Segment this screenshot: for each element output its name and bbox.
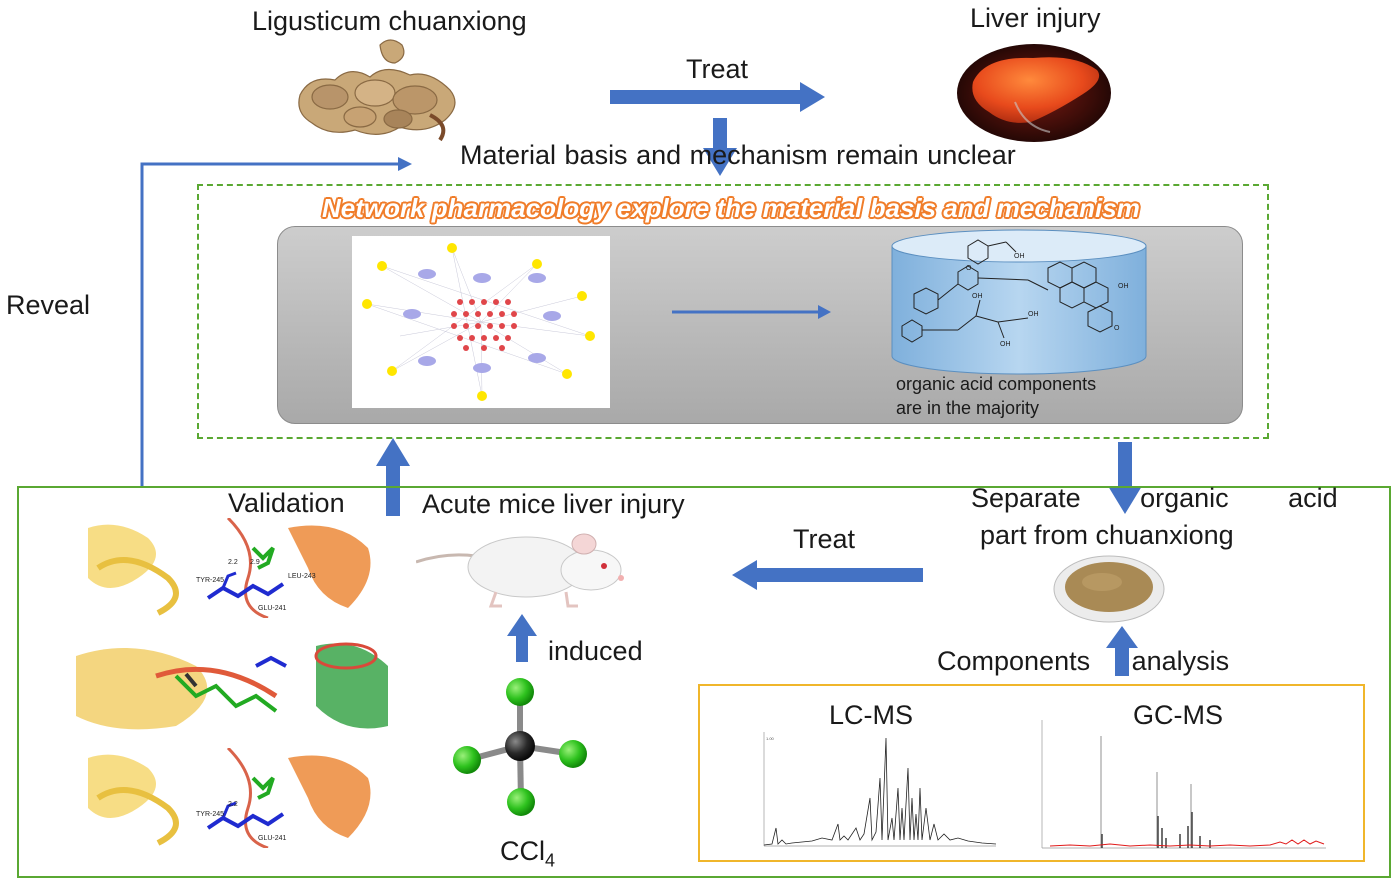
acid-line-1: organic acid components (896, 374, 1097, 394)
svg-text:1.00: 1.00 (766, 736, 775, 741)
ccl4-molecule (453, 678, 587, 816)
liver-image (957, 44, 1111, 142)
induced-up-arrow (507, 614, 537, 662)
unclear-label: Material basis and mechanism remain uncl… (460, 140, 1016, 170)
treat-top-arrow (610, 82, 825, 112)
components-up-arrow (1106, 626, 1138, 676)
dock3-dist1: 2.2 (228, 801, 238, 808)
separate-down-arrow (1108, 442, 1142, 514)
svg-text:OH: OH (1028, 311, 1039, 318)
dock1-leu: LEU-243 (288, 573, 316, 580)
acid-majority-text: organic acid components are in the major… (896, 372, 1096, 420)
dock1-dist1: 2.2 (228, 559, 238, 566)
network-pharmacology-frame (197, 184, 1269, 439)
components-label: Components analysis (937, 646, 1230, 676)
treat-bottom-arrow (732, 560, 923, 590)
induced-label: induced (548, 636, 643, 666)
dock1-dist2: 2.9 (250, 559, 260, 566)
docking-image-1: TYR-245 GLU-241 LEU-243 2.2 2.9 (78, 518, 378, 618)
svg-text:O: O (1114, 325, 1120, 332)
acid-line-2: are in the majority (896, 398, 1040, 418)
lcms-title: LC-MS (829, 700, 914, 730)
lcms-chromatogram: 1.00 (763, 732, 997, 847)
organic-acid-cylinder: O OH OH OH OH OH O (891, 229, 1147, 375)
disease-label: Liver injury (970, 3, 1101, 33)
treat-bottom-label: Treat (793, 524, 856, 554)
herb-image (298, 39, 456, 142)
docking-image-3: TYR-245 GLU-241 2.2 (78, 748, 378, 848)
validation-frame (17, 486, 1391, 878)
dock1-tyr: TYR-245 (196, 577, 224, 584)
ccl4-main: CCl (500, 836, 545, 866)
reveal-arrow (140, 157, 412, 488)
powder-image (1053, 555, 1165, 623)
ccl4-sub: 4 (545, 850, 556, 871)
svg-text:OH: OH (972, 293, 983, 300)
separate-line-2: part from chuanxiong (980, 520, 1234, 550)
separate-line-1: Separate organic acid (971, 483, 1338, 513)
svg-text:O: O (966, 265, 972, 272)
network-to-acid-arrow (672, 305, 831, 319)
dock3-tyr: TYR-245 (196, 811, 224, 818)
docking-image-2 (76, 636, 388, 736)
acute-label: Acute mice liver injury (422, 489, 685, 519)
gcms-chromatogram (1041, 720, 1326, 849)
chromatogram-frame (698, 684, 1365, 862)
mouse-image (416, 533, 624, 608)
ccl4-label: CCl4 (500, 836, 556, 871)
svg-text:OH: OH (1000, 341, 1011, 348)
svg-text:OH: OH (1118, 283, 1129, 290)
validation-up-arrow (376, 438, 410, 516)
reveal-label: Reveal (6, 290, 91, 320)
gcms-title: GC-MS (1133, 700, 1223, 730)
unclear-down-arrow (703, 118, 737, 176)
dock3-glu: GLU-241 (258, 835, 287, 842)
herb-label: Ligusticum chuanxiong (252, 6, 527, 36)
dock1-glu: GLU-241 (258, 605, 287, 612)
network-title: Network pharmacology explore the materia… (322, 193, 1140, 223)
validation-label: Validation (228, 488, 345, 518)
treat-top-label: Treat (686, 54, 749, 84)
svg-text:OH: OH (1014, 253, 1025, 260)
network-graph-image (352, 236, 610, 408)
